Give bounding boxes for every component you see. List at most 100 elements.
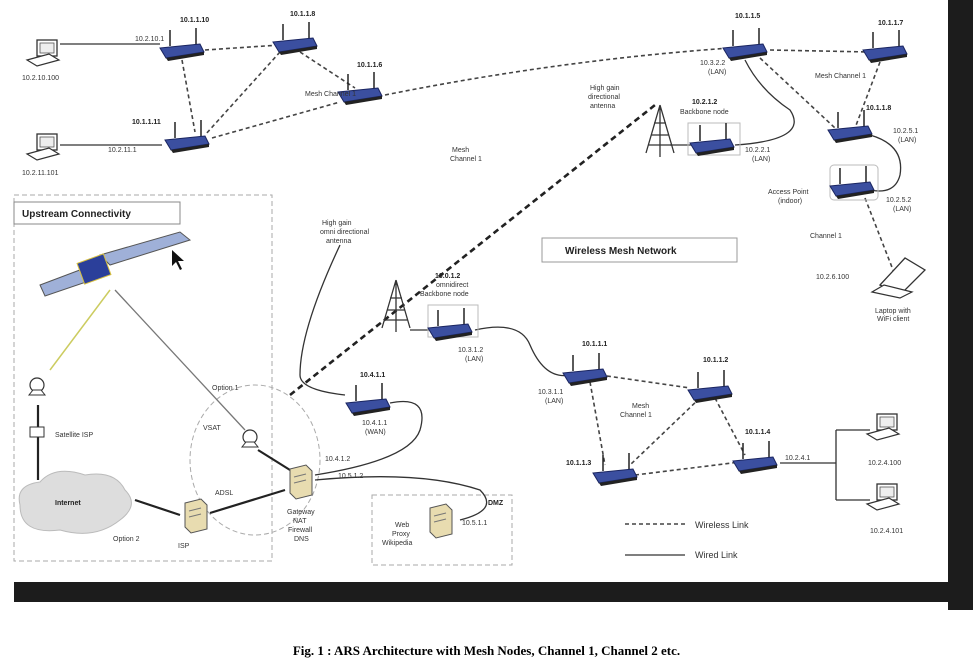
omni-antenna-label: omni directional — [320, 229, 369, 236]
satellite-isp-label: Satellite ISP — [55, 432, 93, 439]
router-label: 10.1.1.10 — [180, 17, 209, 24]
router-icon[interactable] — [592, 452, 638, 487]
upstream-zone — [13, 194, 273, 562]
frame-border-bottom — [14, 582, 973, 602]
proxy-ip: 10.5.1.1 — [462, 520, 487, 527]
access-point-icon[interactable] — [829, 165, 875, 200]
adsl-label: ADSL — [215, 490, 233, 497]
gateway-label: Firewall — [288, 527, 313, 534]
network-diagram: 10.2.10.100 10.2.10.1 10.1.1.10 10.1.1.8… — [13, 0, 973, 610]
router-label: 10.4.1.1 — [360, 372, 385, 379]
pc1-link-ip: 10.2.10.1 — [135, 36, 164, 43]
backbone-label: 10.2.1.2 — [692, 99, 717, 106]
router-icon[interactable] — [272, 21, 318, 56]
proxy-label: Wikipedia — [382, 540, 412, 547]
channel-label: Channel 1 — [810, 233, 842, 240]
laptop-label: Laptop with — [875, 308, 911, 315]
router-icon[interactable] — [722, 27, 768, 62]
proxy-label: Proxy — [392, 531, 410, 538]
laptop-icon[interactable] — [870, 257, 927, 299]
router-icon[interactable] — [689, 122, 735, 157]
link-ip: 10.2.4.1 — [785, 455, 810, 462]
laptop-label: WiFi client — [877, 316, 909, 323]
wmn-title: Wireless Mesh Network — [565, 246, 677, 257]
lan-tag: (LAN) — [898, 137, 916, 144]
mesh-channel-label: Channel 1 — [620, 412, 652, 419]
router-icon[interactable] — [732, 440, 778, 475]
lan-ip: 10.2.5.2 — [886, 197, 911, 204]
isp-label: ISP — [178, 543, 190, 550]
router-label: 10.1.1.7 — [878, 20, 903, 27]
router-icon[interactable] — [337, 71, 383, 106]
center-links — [299, 244, 870, 521]
proxy-server-icon[interactable] — [429, 503, 453, 539]
tower-icon — [381, 279, 411, 333]
router-icon[interactable] — [427, 307, 473, 342]
wmn-title-box — [541, 237, 738, 263]
lan-ip: 10.3.1.2 — [458, 347, 483, 354]
router-icon[interactable] — [159, 27, 205, 62]
router-label: 10.1.1.8 — [866, 105, 891, 112]
router-icon[interactable] — [827, 109, 873, 144]
backbone-enclosure — [687, 122, 741, 156]
dmz-label: DMZ — [488, 500, 504, 507]
option1-label: Option 1 — [212, 385, 239, 392]
upstream-title-box — [13, 201, 181, 225]
router-icon[interactable] — [164, 119, 210, 154]
antenna-label: antenna — [590, 103, 615, 110]
mesh-channel-label: Mesh Channel 1 — [815, 73, 866, 80]
pc-icon[interactable] — [866, 483, 900, 511]
long-link-label: Channel 1 — [450, 156, 482, 163]
internet-cloud-icon — [18, 470, 132, 534]
internet-label: Internet — [55, 500, 81, 507]
pc-icon[interactable] — [26, 133, 60, 161]
router-icon[interactable] — [862, 29, 908, 64]
legend: Wireless Link Wired Link — [625, 520, 749, 560]
router-icon[interactable] — [687, 369, 733, 404]
wired-legend-label: Wired Link — [695, 550, 738, 560]
figure-caption: Fig. 1 : ARS Architecture with Mesh Node… — [292, 643, 681, 658]
vsat-label: VSAT — [203, 425, 221, 432]
option2-label: Option 2 — [113, 536, 140, 543]
pc-icon[interactable] — [26, 39, 60, 67]
lan-ip: 10.3.1.1 — [538, 389, 563, 396]
upstream-links — [36, 289, 291, 517]
ap-enclosure — [829, 164, 879, 201]
lan-tag: (LAN) — [752, 156, 770, 163]
router-label: 10.1.1.2 — [703, 357, 728, 364]
upstream-title: Upstream Connectivity — [22, 209, 131, 220]
pc-ip: 10.2.4.100 — [868, 460, 901, 467]
router-label: 10.1.1.8 — [290, 11, 315, 18]
laptop-ip: 10.2.6.100 — [816, 274, 849, 281]
gateway-label: DNS — [294, 536, 309, 543]
pc-ip: 10.2.4.101 — [870, 528, 903, 535]
lan-ip: 10.3.2.2 — [700, 60, 725, 67]
diagram-frame: 10.2.10.100 10.2.10.1 10.1.1.10 10.1.1.8… — [13, 0, 973, 610]
router-icon[interactable] — [562, 352, 608, 387]
wan-ip: 10.4.1.1 — [362, 420, 387, 427]
router-label: 10.1.1.11 — [132, 119, 161, 126]
gateway-server-icon[interactable] — [289, 464, 313, 500]
modem-icon — [29, 426, 45, 438]
router-icon[interactable] — [345, 382, 391, 417]
omni-antenna-label: antenna — [326, 238, 351, 245]
tower-icon — [645, 104, 675, 158]
gateway-ip: 10.4.1.2 — [325, 456, 350, 463]
router-label: 10.1.1.4 — [745, 429, 770, 436]
ap-label: (indoor) — [778, 198, 802, 205]
lan-ip: 10.2.2.1 — [745, 147, 770, 154]
lan-tag: (LAN) — [893, 206, 911, 213]
pc-icon[interactable] — [866, 413, 900, 441]
pc2-link-ip: 10.2.11.1 — [108, 147, 137, 154]
top-left-links — [60, 43, 731, 146]
antenna-label: directional — [588, 94, 620, 101]
router-label: 10.1.1.3 — [566, 460, 591, 467]
frame-border-right — [948, 0, 973, 610]
pc2-ip: 10.2.11.101 — [22, 170, 59, 177]
top-right-links — [289, 49, 902, 397]
proxy-label: Web — [395, 522, 409, 529]
lan-tag: (LAN) — [465, 356, 483, 363]
gateway-label: Gateway — [287, 509, 315, 516]
isp-server-icon[interactable] — [184, 498, 208, 534]
antenna-label: High gain — [590, 85, 620, 92]
